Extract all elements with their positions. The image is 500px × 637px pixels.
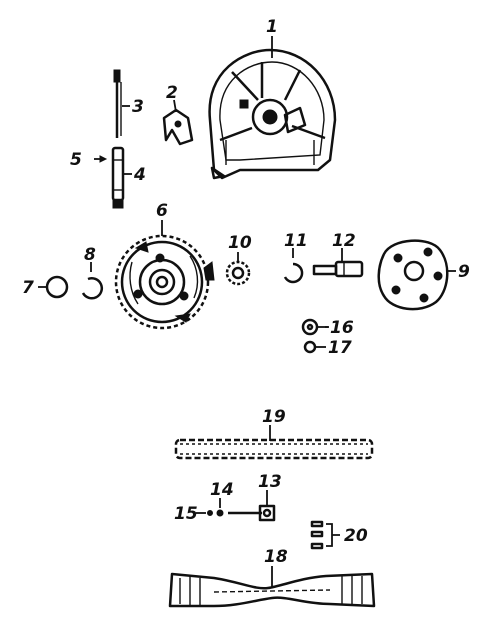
part-10-bearing [225, 260, 251, 286]
part-2-bracket [162, 108, 194, 146]
leader-lines [38, 36, 456, 514]
callout-15: 15 [174, 504, 198, 524]
part-4-sleeve [111, 146, 125, 209]
part-20-clips [310, 520, 340, 550]
part-1-chain-case [208, 48, 337, 180]
callout-16: 16 [330, 318, 354, 338]
callout-2: 2 [166, 83, 178, 103]
callout-10: 10 [228, 233, 252, 253]
callout-20: 20 [344, 526, 368, 546]
part-14-adjuster-bolt [216, 509, 262, 517]
callout-5: 5 [70, 150, 82, 170]
part-11-circlip [283, 262, 304, 284]
callout-4: 4 [133, 165, 146, 185]
part-5-pin [94, 155, 108, 163]
part-3-bolt [113, 69, 122, 138]
part-7-ring [45, 275, 69, 299]
callout-12: 12 [332, 231, 356, 251]
part-16-washer [301, 318, 319, 336]
part-15-nut [207, 510, 213, 516]
callout-1: 1 [266, 17, 278, 37]
callout-3: 3 [132, 97, 144, 117]
part-13-adjuster-block [258, 504, 276, 522]
callout-9: 9 [458, 262, 470, 282]
callout-19: 19 [262, 407, 286, 427]
callout-18: 18 [264, 547, 288, 567]
part-6-sprocket [114, 234, 215, 330]
part-8-circlip [81, 277, 104, 300]
callout-labels: 1 2 3 4 5 6 7 8 9 10 11 12 13 14 15 16 1… [22, 17, 470, 567]
callout-13: 13 [258, 472, 282, 492]
callout-8: 8 [84, 245, 96, 265]
part-9-cush-drive [377, 239, 449, 311]
callout-7: 7 [22, 278, 34, 298]
part-19-chain [174, 425, 374, 460]
callout-17: 17 [328, 338, 352, 358]
callout-14: 14 [210, 480, 234, 500]
part-17-nut [303, 340, 317, 354]
part-12-spindle [312, 260, 364, 278]
callout-11: 11 [284, 231, 308, 251]
callout-6: 6 [156, 201, 168, 221]
part-18-chain-guard [168, 566, 376, 608]
